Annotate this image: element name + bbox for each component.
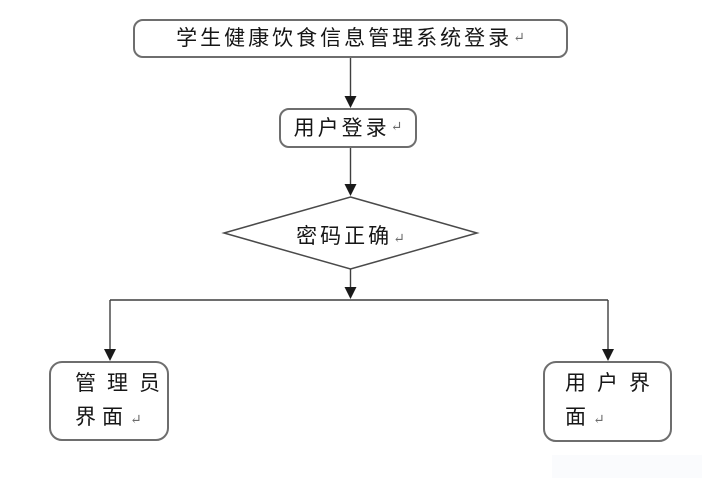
- node-admin-interface-label-line1: 管理员: [75, 371, 171, 395]
- node-user-interface: 用户界 面↵: [543, 361, 672, 442]
- arrow-branch-to-admin-head: [104, 349, 116, 361]
- node-password-correct: 密码正确↵: [222, 220, 479, 250]
- node-user-login: 用户登录↵: [279, 108, 417, 148]
- arrow-login-to-decision-head: [344, 184, 357, 196]
- return-mark-icon: ↵: [513, 30, 525, 46]
- return-mark-icon: ↵: [393, 232, 405, 247]
- node-user-interface-label-line2: 面↵: [565, 405, 605, 429]
- return-mark-icon: ↵: [130, 413, 142, 428]
- arrow-branch-to-user-head: [602, 349, 614, 361]
- arrow-decision-to-branch-head: [344, 287, 357, 299]
- node-user-interface-label-line1: 用户界: [565, 371, 661, 395]
- return-mark-icon: ↵: [593, 413, 605, 428]
- node-user-login-label: 用户登录: [293, 115, 390, 140]
- node-system-login: 学生健康饮食信息管理系统登录↵: [133, 19, 568, 58]
- node-system-login-label: 学生健康饮食信息管理系统登录: [176, 26, 513, 51]
- node-admin-interface: 管理员 界面↵: [49, 361, 169, 441]
- node-password-correct-label: 密码正确: [296, 224, 393, 248]
- arrow-start-to-login-head: [344, 96, 357, 108]
- return-mark-icon: ↵: [390, 120, 403, 136]
- background-artifact: [552, 455, 702, 478]
- node-admin-interface-label-line2: 界面↵: [75, 405, 142, 429]
